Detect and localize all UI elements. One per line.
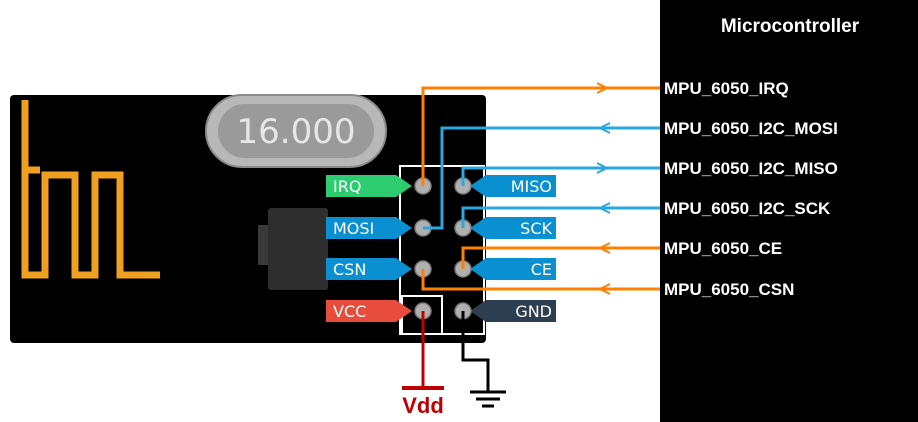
signal-label-i2c-sck: MPU_6050_I2C_SCK xyxy=(664,199,831,218)
pin-tag-gnd xyxy=(470,300,556,322)
crystal-inner xyxy=(218,104,374,158)
wire-gnd xyxy=(461,311,490,392)
pin-tag-csn xyxy=(326,258,412,280)
pin-tag-mosi xyxy=(326,217,412,239)
pin-label-sck: SCK xyxy=(520,219,552,238)
pin-tag-irq xyxy=(326,175,412,197)
pin-label-csn: CSN xyxy=(333,260,366,279)
microcontroller-block xyxy=(660,0,918,422)
microcontroller-title: Microcontroller xyxy=(721,16,860,37)
pin-tag-miso xyxy=(470,175,556,197)
crystal-label: 16.000 xyxy=(237,112,356,152)
pin-tag-vcc xyxy=(326,300,412,322)
wire-miso xyxy=(461,168,607,186)
pin-tag-ce xyxy=(470,258,556,280)
vdd-label: Vdd xyxy=(402,393,444,418)
signal-label-csn: MPU_6050_CSN xyxy=(664,280,794,299)
pin-label-miso: MISO xyxy=(511,177,552,196)
wire-ce-run xyxy=(461,246,600,269)
pin-label-irq: IRQ xyxy=(333,177,361,196)
antenna-trace xyxy=(21,100,160,279)
pin-label-ce: CE xyxy=(531,260,552,279)
pin-label-mosi: MOSI xyxy=(333,219,374,238)
signal-label-i2c-mosi: MPU_6050_I2C_MOSI xyxy=(664,119,838,138)
wire-irq xyxy=(421,88,607,186)
nrf24-module: 16.000 IRQ MOSI CSN VCC MISO SCK CE GND xyxy=(10,94,556,343)
signal-label-i2c-miso: MPU_6050_I2C_MISO xyxy=(664,159,838,178)
wire-mosi-run xyxy=(423,126,600,230)
pin-label-vcc: VCC xyxy=(333,302,366,321)
antenna-stub xyxy=(21,100,40,174)
pin-label-gnd: GND xyxy=(515,302,552,321)
signal-label-irq: MPU_6050_IRQ xyxy=(664,79,789,98)
wire-csn-run xyxy=(421,269,600,291)
ground-icon xyxy=(470,390,506,408)
pin-tag-sck xyxy=(470,217,556,239)
chip xyxy=(268,208,328,290)
signal-label-ce: MPU_6050_CE xyxy=(664,239,782,258)
wire-sck-run xyxy=(461,206,600,228)
